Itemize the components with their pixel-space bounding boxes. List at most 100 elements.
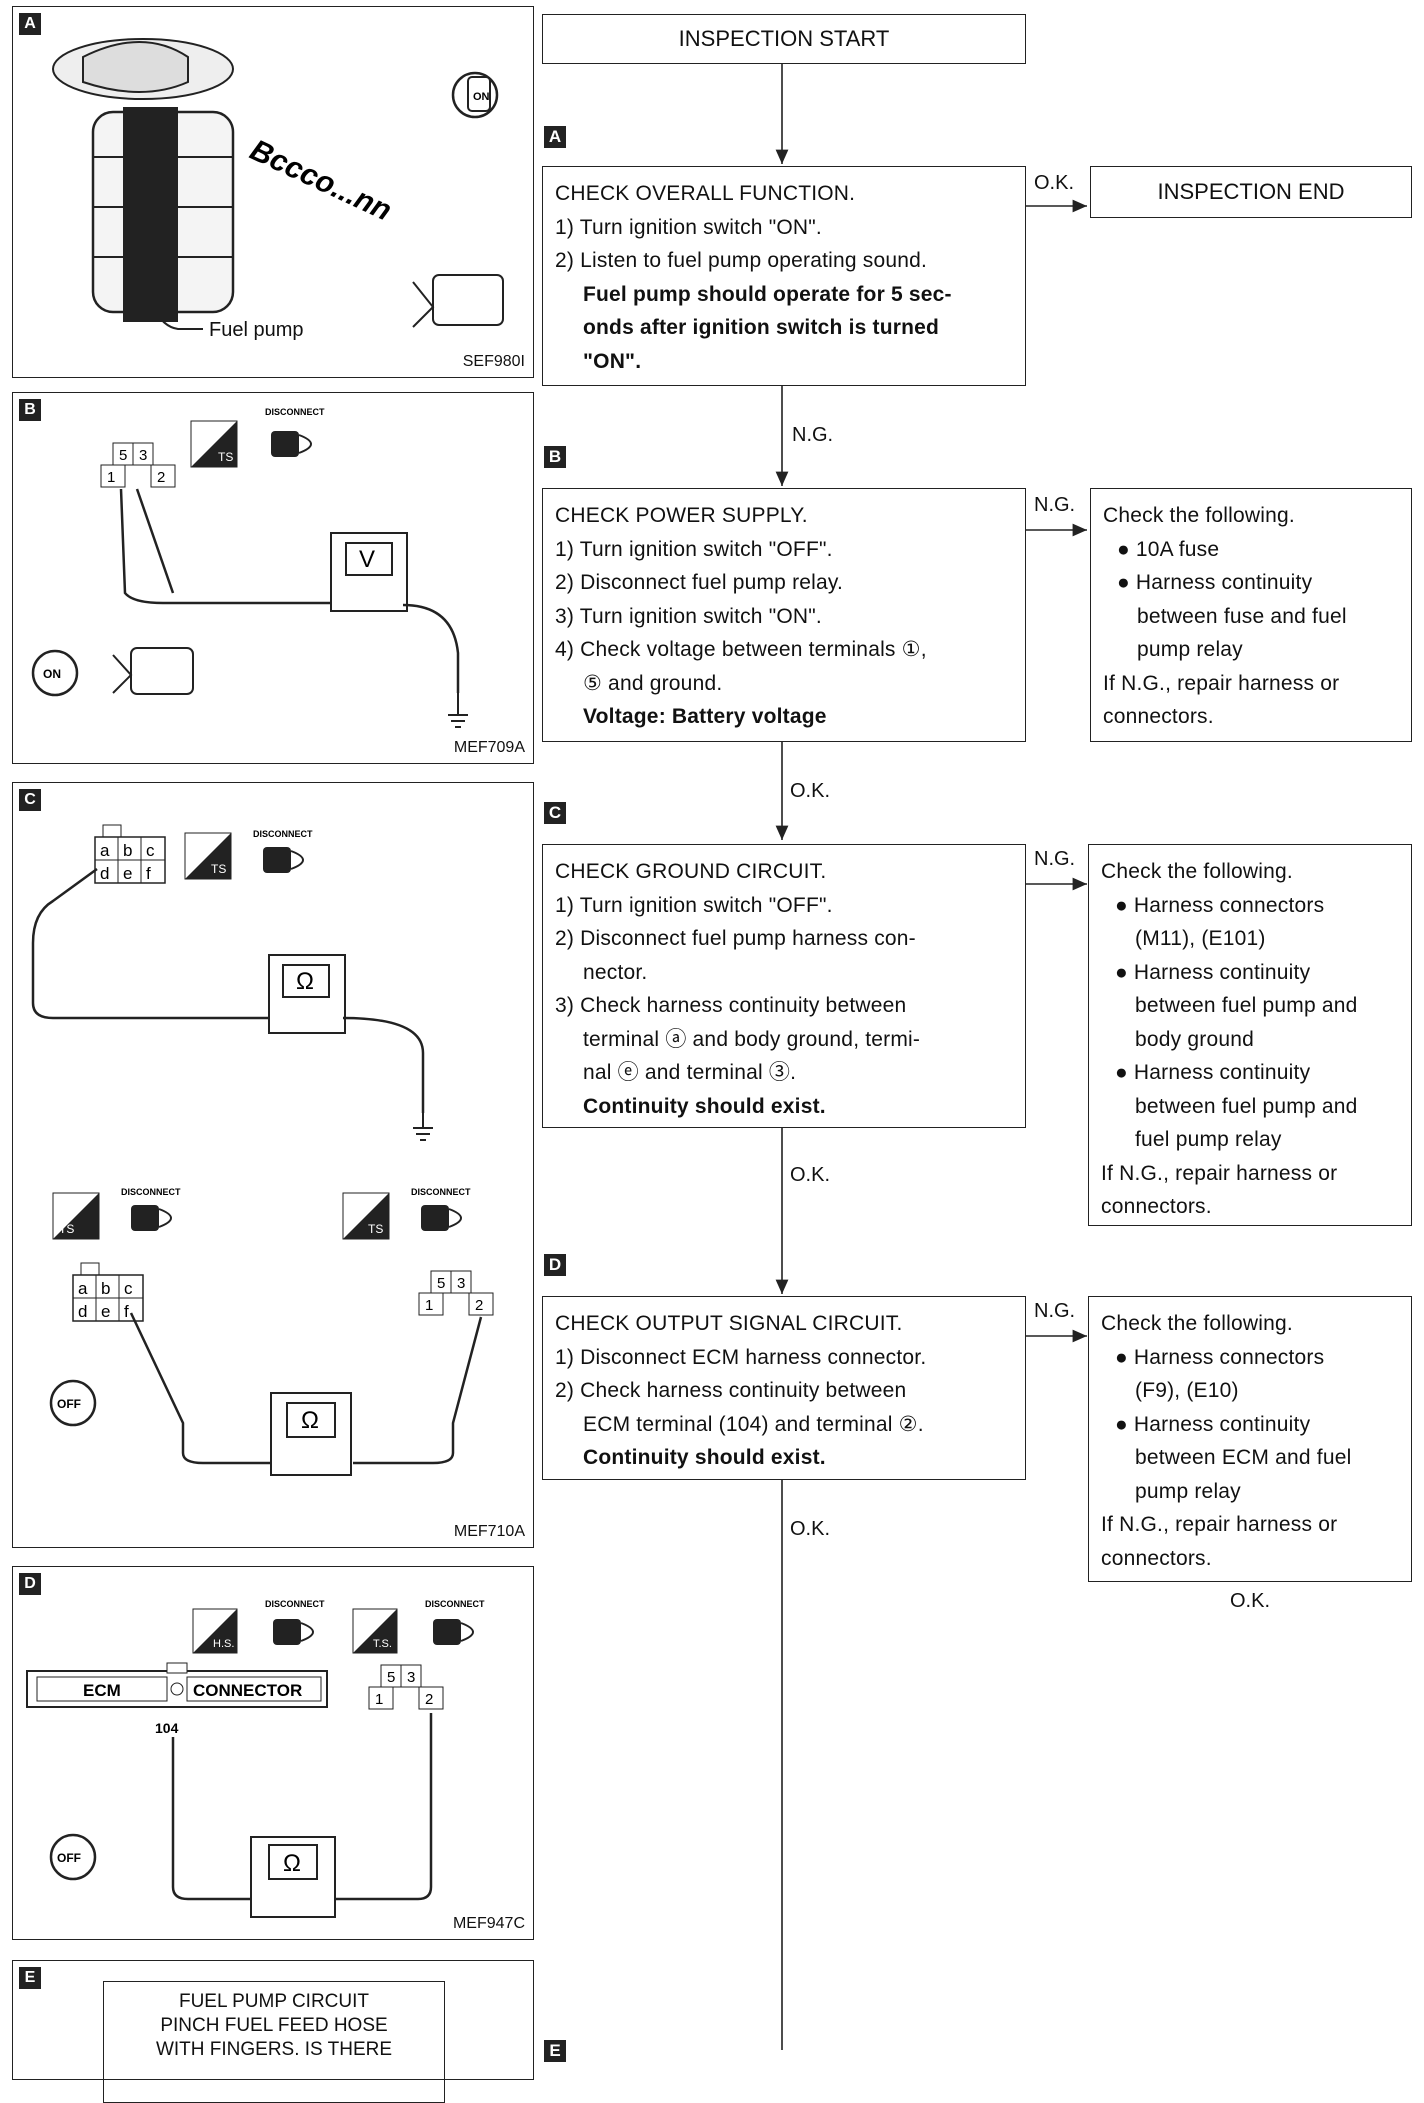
voltmeter-symbol: V [359,546,375,573]
fuel-pump-label: Fuel pump [209,319,304,341]
step-c-line-1: 1) Turn ignition switch "OFF". [555,893,833,917]
ng-b-footer-2: connectors. [1103,705,1214,728]
term-2-c: 2 [475,1297,483,1314]
ng-c-item-3b: between fuel pump and [1135,1094,1358,1118]
figure-c-code: MEF710A [453,1523,525,1540]
ohmmeter-symbol-c2: Ω [301,1407,319,1434]
inspection-start-text: INSPECTION START [678,26,890,51]
disconnect-text-c1: DISCONNECT [253,829,313,839]
cell-a-bottom: a [78,1279,88,1298]
figure-c-ground: C a b c d e f TS DISCONNECT Ω TS DISCONN… [12,782,534,1548]
ng-b-item-1: ● 10A fuse [1117,537,1220,561]
switch-off-c: OFF [57,1397,81,1411]
step-a-marker: A [544,126,566,148]
ok-label-d-right: O.K. [1230,1590,1271,1612]
ng-d-item-2c: pump relay [1135,1479,1241,1503]
figure-b-letter: B [19,399,41,421]
cell-b-top: b [123,841,132,860]
cell-a-top: a [100,841,110,860]
ng-c-title: Check the following. [1101,860,1293,883]
ng-d-footer-2: connectors. [1101,1546,1212,1570]
ground-circuit-diagram: a b c d e f TS DISCONNECT Ω TS DISCONNEC… [31,824,494,1476]
step-c-title: CHECK GROUND CIRCUIT. [555,860,827,883]
step-c-line-2: 2) Disconnect fuel pump harness con- [555,927,916,950]
step-d-title: CHECK OUTPUT SIGNAL CIRCUIT. [555,1312,903,1335]
cell-d-bottom: d [78,1302,87,1321]
step-d-marker: D [544,1254,566,1276]
ts-text-c3: TS [368,1222,383,1236]
inspection-end-text: INSPECTION END [1157,179,1345,204]
ng-b-item-2: ● Harness continuity [1117,571,1313,594]
step-a-line-1: 1) Turn ignition switch "ON". [555,215,822,239]
ng-b-footer-1: If N.G., repair harness or [1103,671,1340,695]
inspection-end-box: INSPECTION END [1090,166,1412,218]
ng-c-item-2c: body ground [1135,1027,1254,1051]
ng-c-item-3: ● Harness continuity [1115,1061,1311,1084]
step-b-line-3: 3) Turn ignition switch "ON". [555,604,822,628]
step-b-line-2: 2) Disconnect fuel pump relay. [555,571,844,594]
step-a-box: CHECK OVERALL FUNCTION. 1) Turn ignition… [542,166,1026,386]
step-b-line-1: 1) Turn ignition switch "OFF". [555,537,833,561]
term-5-b: 5 [119,447,127,464]
cell-f-bottom: f [124,1302,129,1321]
term-1-b: 1 [107,469,115,486]
step-b-bold-1: Voltage: Battery voltage [583,705,827,728]
switch-off-d: OFF [57,1851,81,1865]
step-a-bold-1: Fuel pump should operate for 5 sec- [583,282,952,306]
figure-d-letter: D [19,1573,41,1595]
ohmmeter-symbol-d: Ω [283,1850,301,1877]
ng-c-item-1: ● Harness connectors [1115,893,1325,917]
cell-e-bottom: e [101,1302,110,1321]
ng-c-item-1b: (M11), (E101) [1135,927,1266,950]
cell-f-top: f [146,864,151,883]
ts-text-d: T.S. [373,1638,392,1650]
ts-text-b: TS [218,450,233,464]
inspection-start-box: INSPECTION START [542,14,1026,64]
figure-a-letter: A [19,13,41,35]
step-e-marker: E [544,2040,566,2062]
ok-label-c: O.K. [790,1164,831,1186]
ok-label-d: O.K. [790,1518,831,1540]
step-c-marker: C [544,802,566,824]
ng-d-footer-1: If N.G., repair harness or [1101,1513,1338,1536]
ts-text-c2: TS [59,1222,74,1236]
ng-b-item-2b: between fuse and fuel [1137,604,1347,628]
disconnect-text-b: DISCONNECT [265,407,325,417]
step-b-line-5: ⑤ and ground. [583,671,723,695]
ng-d-title: Check the following. [1101,1312,1293,1335]
ts-text-c1: TS [211,862,226,876]
switch-on-text: ON [473,91,490,103]
cell-d-top: d [100,864,109,883]
ng-c-item-2b: between fuel pump and [1135,994,1358,1017]
ng-d-box: Check the following. ● Harness connector… [1088,1296,1412,1582]
ng-label-b: N.G. [1034,494,1076,516]
ng-c-box: Check the following. ● Harness connector… [1088,844,1412,1226]
ng-c-item-2: ● Harness continuity [1115,960,1311,984]
ok-label-a: O.K. [1034,172,1075,194]
step-d-bold-1: Continuity should exist. [583,1446,826,1469]
step-d-box: CHECK OUTPUT SIGNAL CIRCUIT. 1) Disconne… [542,1296,1026,1480]
figure-d-code: MEF947C [452,1915,525,1932]
step-b-box: CHECK POWER SUPPLY. 1) Turn ignition swi… [542,488,1026,742]
ng-b-box: Check the following. ● 10A fuse ● Harnes… [1090,488,1412,742]
ng-b-item-2c: pump relay [1137,638,1243,661]
sound-text: Bccco...nn [245,133,396,227]
ng-d-item-1b: (F9), (E10) [1135,1379,1239,1402]
term-3-d: 3 [407,1669,415,1686]
panel-line-1: PINCH FUEL FEED HOSE [160,2015,388,2036]
switch-on-b: ON [43,667,61,681]
step-b-line-4: 4) Check voltage between terminals ①, [555,638,927,661]
figure-d-output: D H.S. DISCONNECT T.S. DISCONNECT ECM CO… [12,1566,534,1940]
figure-e-letter: E [19,1967,41,1989]
disconnect-text-c2: DISCONNECT [121,1187,181,1197]
step-d-line-2: 2) Check harness continuity between [555,1379,907,1402]
disconnect-text-d2: DISCONNECT [425,1599,485,1609]
step-a-bold-3: "ON". [583,349,642,373]
ng-label-c: N.G. [1034,848,1076,870]
term-1-c: 1 [425,1297,433,1314]
disconnect-text-c3: DISCONNECT [411,1187,471,1197]
figure-b-voltage: B TS DISCONNECT 5 3 1 2 V ON MEF709A [12,392,534,764]
fuel-pump-illustration: Bccco...nn ON [52,38,504,330]
figure-a-code: SEF980I [462,353,525,370]
step-b-marker: B [544,446,566,468]
